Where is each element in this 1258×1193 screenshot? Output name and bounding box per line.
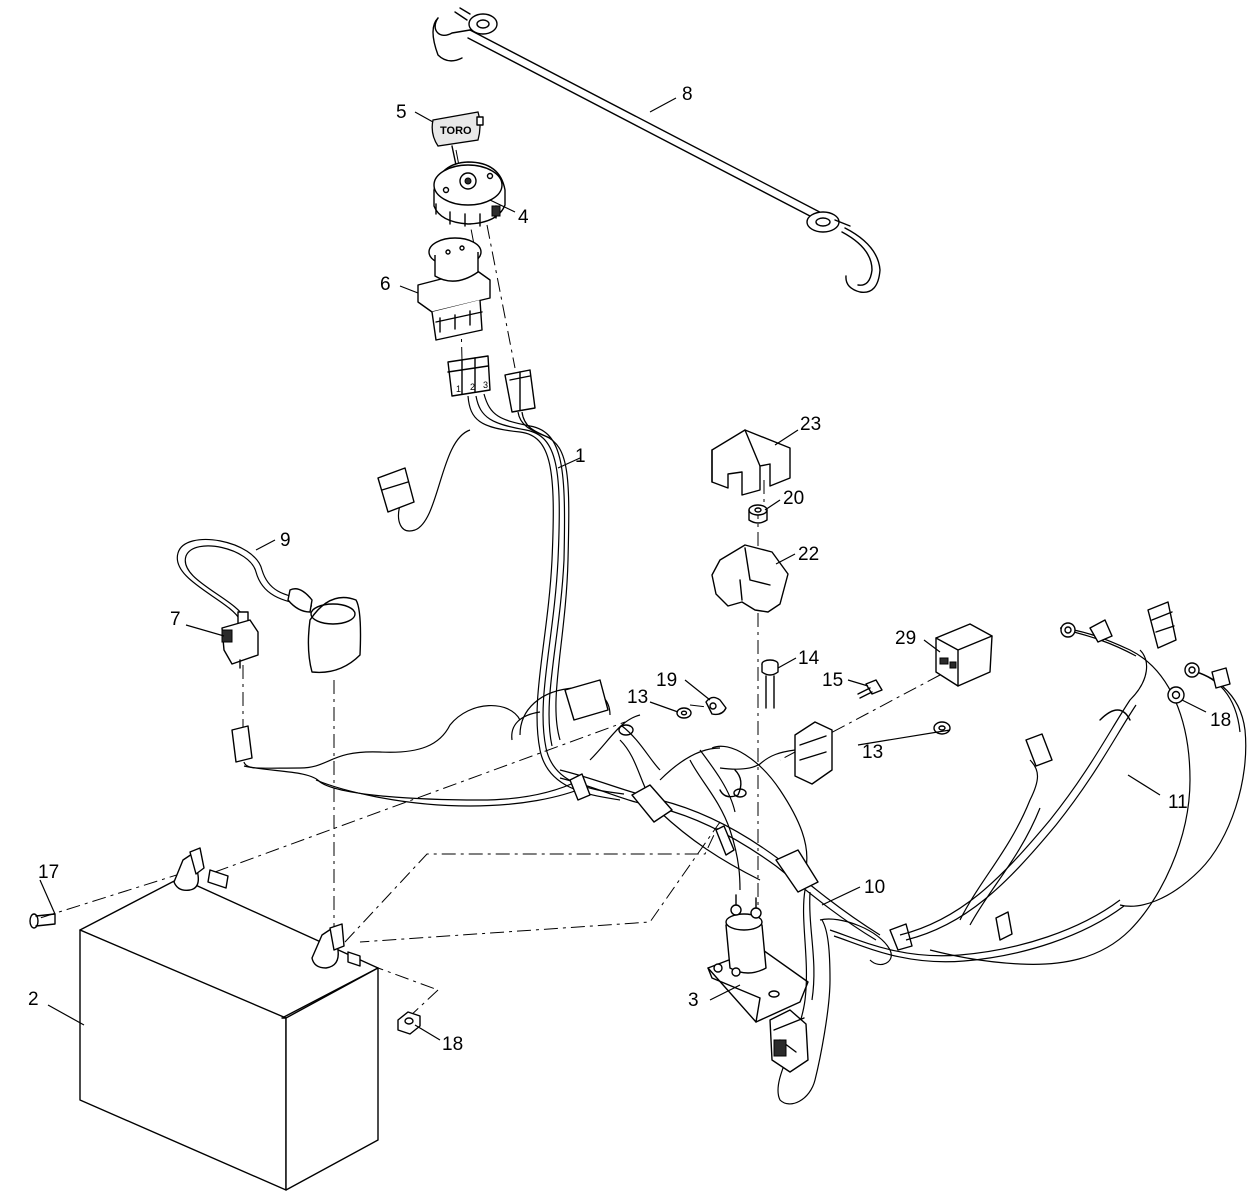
callout-3: 3 [688, 990, 699, 1011]
alignment-lines [39, 149, 941, 1019]
callout-11: 11 [1168, 792, 1188, 813]
callout-22: 22 [798, 544, 819, 565]
terminal-cover-top [711, 429, 791, 496]
support-rod [432, 7, 881, 294]
callout-7: 7 [170, 609, 181, 630]
right-harness [899, 601, 1247, 965]
ignition-switch [433, 161, 506, 227]
callout-13-right: 13 [862, 742, 883, 763]
pto-switch [417, 237, 491, 341]
callout-5: 5 [396, 102, 407, 123]
terminal-nut [748, 504, 768, 524]
left-harness-branch [231, 705, 589, 807]
key-brand-label: TORO [440, 125, 472, 137]
callout-17: 17 [38, 862, 59, 883]
relay [935, 623, 993, 687]
callout-18-left: 18 [442, 1034, 463, 1055]
bolt-14 [761, 659, 779, 709]
callout-6: 6 [380, 274, 391, 295]
switch-connectors: 1 2 3 [447, 355, 536, 413]
fuse-holder [221, 611, 259, 669]
callout-29: 29 [895, 628, 916, 649]
terminal-2-label: 2 [470, 382, 475, 392]
callout-labels: 1 2 3 4 5 6 7 8 9 10 11 13 13 14 15 17 1… [28, 84, 1231, 1055]
relay-socket [719, 721, 833, 785]
callout-23: 23 [800, 414, 821, 435]
battery-pin [29, 913, 56, 929]
callout-15: 15 [822, 670, 843, 691]
starter-solenoid [707, 894, 809, 1023]
ignition-key: TORO [431, 111, 484, 166]
callout-4: 4 [518, 207, 529, 228]
callout-2: 2 [28, 989, 39, 1010]
callout-8: 8 [682, 84, 693, 105]
callout-18-right: 18 [1210, 710, 1231, 731]
terminal-1-label: 1 [456, 384, 461, 394]
main-harness [377, 393, 625, 801]
callout-9: 9 [280, 530, 291, 551]
terminal-3-label: 3 [483, 380, 488, 390]
callout-13-left: 13 [627, 687, 648, 708]
bolt-15 [857, 679, 883, 699]
lower-harness [769, 889, 1125, 1105]
terminal-boot [711, 544, 789, 613]
callout-1: 1 [575, 446, 586, 467]
callout-20: 20 [783, 488, 804, 509]
callout-19: 19 [656, 670, 677, 691]
fuse-cable-cap [176, 539, 362, 674]
battery [79, 847, 379, 1191]
callout-10: 10 [864, 877, 885, 898]
flange-nuts [397, 686, 1185, 1035]
leader-lines [39, 97, 1207, 1041]
callout-14: 14 [798, 648, 820, 669]
